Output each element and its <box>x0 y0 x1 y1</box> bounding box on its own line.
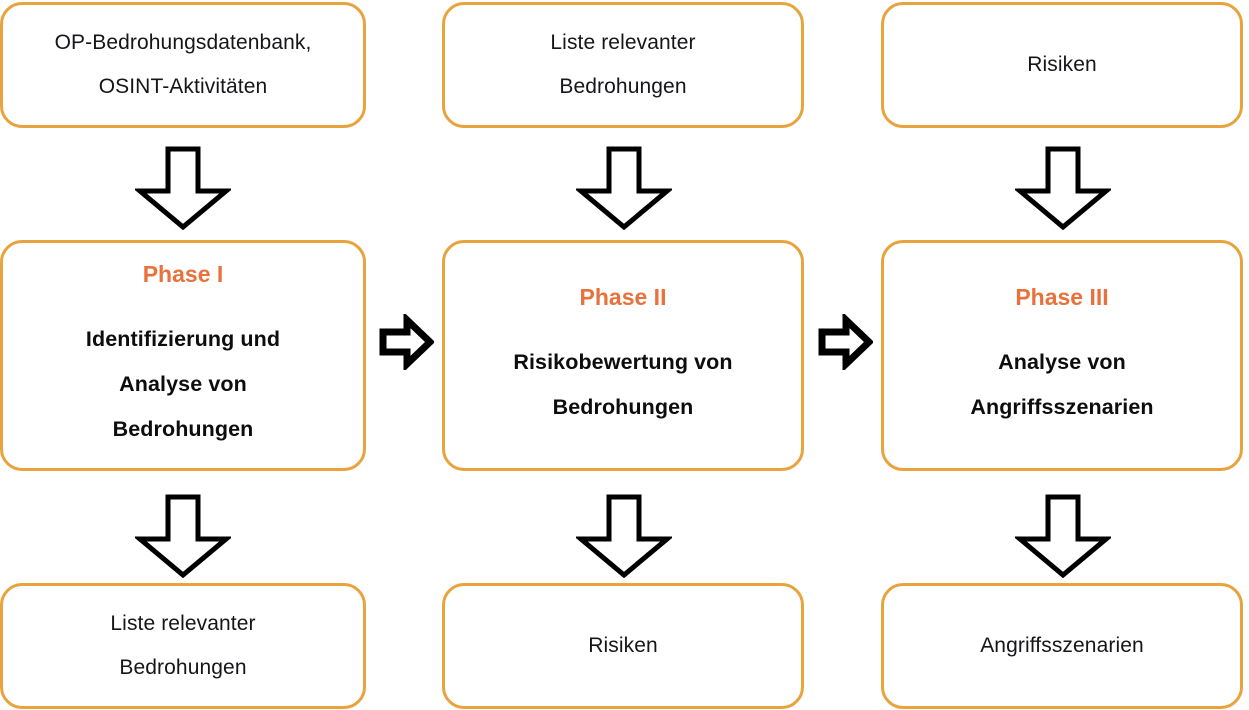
output-box-1: Liste relevanter Bedrohungen <box>0 583 366 709</box>
phase-box-1-line-3: Bedrohungen <box>112 417 254 441</box>
phase-box-3-line-2: Angriffsszenarien <box>970 394 1154 419</box>
input-box-3: Risiken <box>881 2 1243 128</box>
input-box-1: OP-Bedrohungsdatenbank, OSINT-Aktivitäte… <box>0 2 366 128</box>
phase-box-2-line-1: Risikobewertung von <box>513 349 733 374</box>
down-arrow-icon <box>1015 146 1111 230</box>
down-arrow-icon <box>135 494 231 578</box>
phase-box-3-title: Phase III <box>1015 283 1109 310</box>
input-box-3-line-1: Risiken <box>1027 53 1097 76</box>
phase-box-2-line-2: Bedrohungen <box>552 394 694 419</box>
right-arrow-icon <box>817 314 873 370</box>
phase-box-1-line-1: Identifizierung und <box>85 327 281 351</box>
input-box-1-line-1: OP-Bedrohungsdatenbank, <box>54 31 312 54</box>
phase-box-2-title: Phase II <box>579 283 667 310</box>
phase-box-3-body: Analyse von Angriffsszenarien <box>970 340 1153 430</box>
output-box-1-line-1: Liste relevanter <box>110 612 256 635</box>
right-arrow-icon <box>378 314 434 370</box>
output-box-3-line-1: Angriffsszenarien <box>980 634 1144 657</box>
phase-box-2: Phase II Risikobewertung von Bedrohungen <box>442 240 804 471</box>
phase-box-1-title: Phase I <box>142 261 224 287</box>
phase-box-1-body: Identifizierung und Analyse von Bedrohun… <box>86 317 280 452</box>
phase-box-3-line-1: Analyse von <box>998 349 1126 374</box>
input-box-2-line-1: Liste relevanter <box>550 31 696 54</box>
down-arrow-icon <box>135 146 231 230</box>
phase-box-3: Phase III Analyse von Angriffsszenarien <box>881 240 1243 471</box>
down-arrow-icon <box>1015 494 1111 578</box>
down-arrow-icon <box>576 146 672 230</box>
phase-box-2-body: Risikobewertung von Bedrohungen <box>513 340 732 430</box>
input-box-1-line-2: OSINT-Aktivitäten <box>98 75 268 98</box>
input-box-2-line-2: Bedrohungen <box>559 75 687 98</box>
output-box-2-line-1: Risiken <box>588 634 658 657</box>
phase-box-1-line-2: Analyse von <box>119 372 247 396</box>
input-box-2: Liste relevanter Bedrohungen <box>442 2 804 128</box>
output-box-3: Angriffsszenarien <box>881 583 1243 709</box>
down-arrow-icon <box>576 494 672 578</box>
phase-box-1: Phase I Identifizierung und Analyse von … <box>0 240 366 471</box>
output-box-2: Risiken <box>442 583 804 709</box>
output-box-1-line-2: Bedrohungen <box>119 656 247 679</box>
